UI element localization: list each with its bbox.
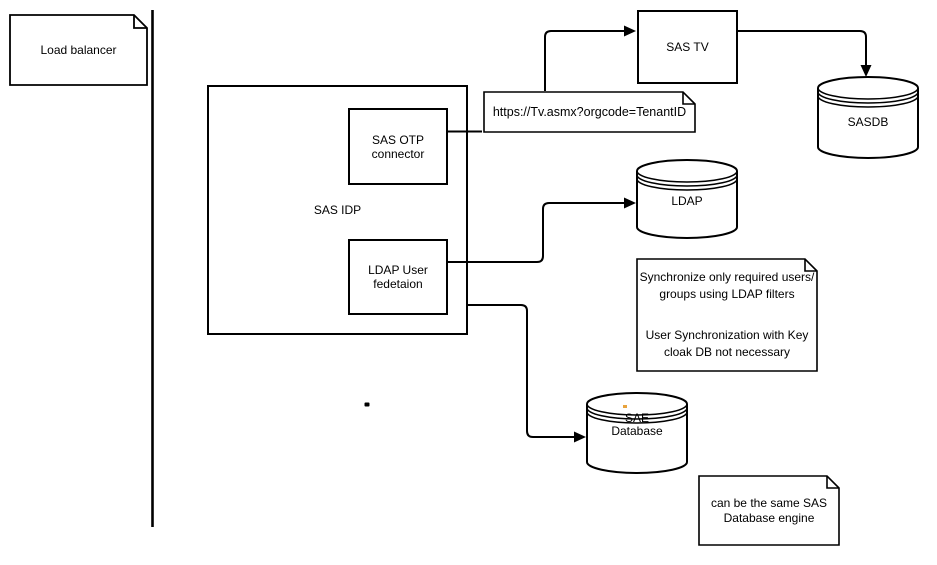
- ldap-label: LDAP: [671, 194, 703, 208]
- edge-sastv-to-sasdb: [738, 30, 872, 77]
- sas-tv-label: SAS TV: [666, 40, 709, 54]
- stray-dot: [364, 402, 370, 407]
- sync-note-label: Synchronize only required users/ groups …: [636, 258, 818, 372]
- sas-otp-label-line1: SAS OTP: [371, 132, 424, 147]
- sync-note-node[interactable]: Synchronize only required users/ groups …: [636, 258, 818, 372]
- sync-note-paragraph-2: User Synchronization with Key cloak DB n…: [645, 328, 809, 359]
- note-shape: [9, 14, 148, 86]
- edge-urlnote-to-sastv: [544, 25, 636, 91]
- same-engine-note-node[interactable]: can be the same SAS Database engine: [698, 475, 840, 546]
- sae-database-label: SAE Database: [611, 411, 663, 438]
- arrowhead-right-icon: [624, 25, 636, 37]
- ldap-user-label-line1: LDAP User: [368, 263, 428, 277]
- load-balancer-node[interactable]: Load balancer: [9, 14, 148, 86]
- ldap-node[interactable]: LDAP: [636, 159, 738, 239]
- arrowhead-right-icon: [624, 197, 636, 209]
- database-cylinder-shape: [817, 76, 919, 159]
- sas-tv-node[interactable]: SAS TV: [637, 10, 738, 84]
- arrowhead-right-icon: [574, 431, 586, 443]
- same-engine-note-label: can be the same SAS Database engine: [710, 495, 828, 525]
- sasdb-label: SASDB: [847, 115, 889, 129]
- sas-idp-label: SAS IDP: [313, 203, 362, 217]
- edge-federation-to-ldap: [448, 197, 636, 263]
- note-shape: [483, 91, 696, 133]
- sae-database-node[interactable]: SAE Database: [586, 392, 688, 474]
- sync-note-paragraph-1: Synchronize only required users/ groups …: [639, 270, 815, 301]
- sasdb-node[interactable]: SASDB: [817, 76, 919, 159]
- note-shape: [698, 475, 840, 546]
- ldap-user-federation-node[interactable]: LDAP User fedetaion: [348, 239, 448, 315]
- ldap-user-label-line2: fedetaion: [373, 277, 423, 291]
- note-shape: [636, 258, 818, 372]
- sas-otp-label-line2: connector: [371, 146, 425, 161]
- database-cylinder-shape: [586, 392, 688, 474]
- sas-otp-connector-node[interactable]: SAS OTP connector: [348, 108, 448, 185]
- load-balancer-label: Load balancer: [40, 42, 117, 57]
- edge-idp-to-saedb: [468, 304, 586, 443]
- url-note-node[interactable]: https://Tv.asmx?orgcode=TenantID: [483, 91, 696, 133]
- database-cylinder-shape: [636, 159, 738, 239]
- url-note-label: https://Tv.asmx?orgcode=TenantID: [492, 104, 687, 119]
